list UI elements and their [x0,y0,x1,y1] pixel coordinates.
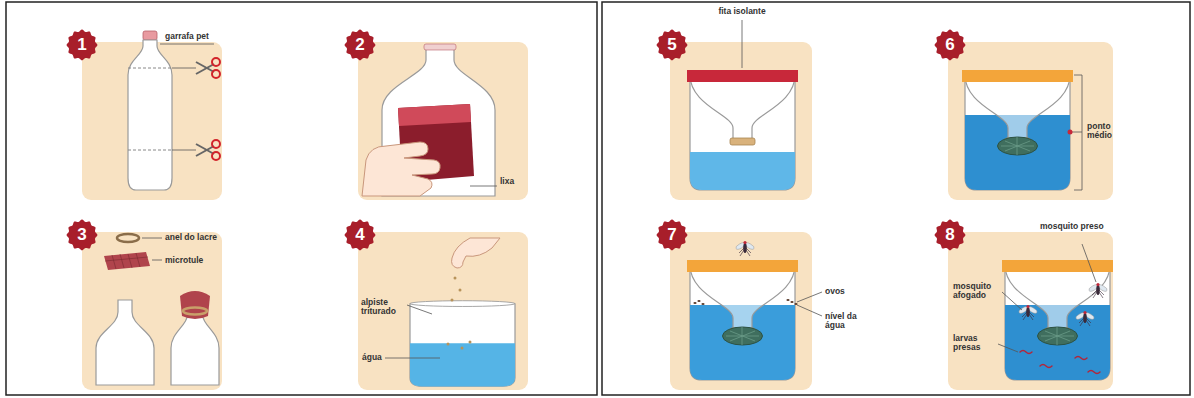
part-label: larvas presas [953,334,997,353]
part-label: microtule [165,256,203,265]
part-label: mosquito preso [1040,222,1104,231]
step-number: 3 [66,219,98,251]
step-badge: 7 [656,219,688,251]
part-label: fita isolante [718,7,765,16]
part-label: alpiste triturado [361,298,405,317]
part-label: anel do lacre [165,233,217,242]
step-number: 2 [344,29,376,61]
step-number: 5 [656,29,688,61]
step-number: 7 [656,219,688,251]
step-number: 6 [934,29,966,61]
step-badge: 5 [656,29,688,61]
step-badge: 3 [66,219,98,251]
step-badge: 1 [66,29,98,61]
step-badge: 2 [344,29,376,61]
part-label: lixa [500,177,514,186]
step-number: 1 [66,29,98,61]
step-number: 8 [934,219,966,251]
step-badge: 4 [344,219,376,251]
step-badge: 6 [934,29,966,61]
part-label: ponto médio [1087,122,1119,141]
step-badge: 8 [934,219,966,251]
part-label: água [362,353,382,362]
step-number: 4 [344,219,376,251]
part-label: garrafa pet [165,32,209,41]
part-label: nível da água [825,312,869,331]
part-label: mosquito afogado [953,282,999,301]
part-label: ovos [825,287,845,296]
